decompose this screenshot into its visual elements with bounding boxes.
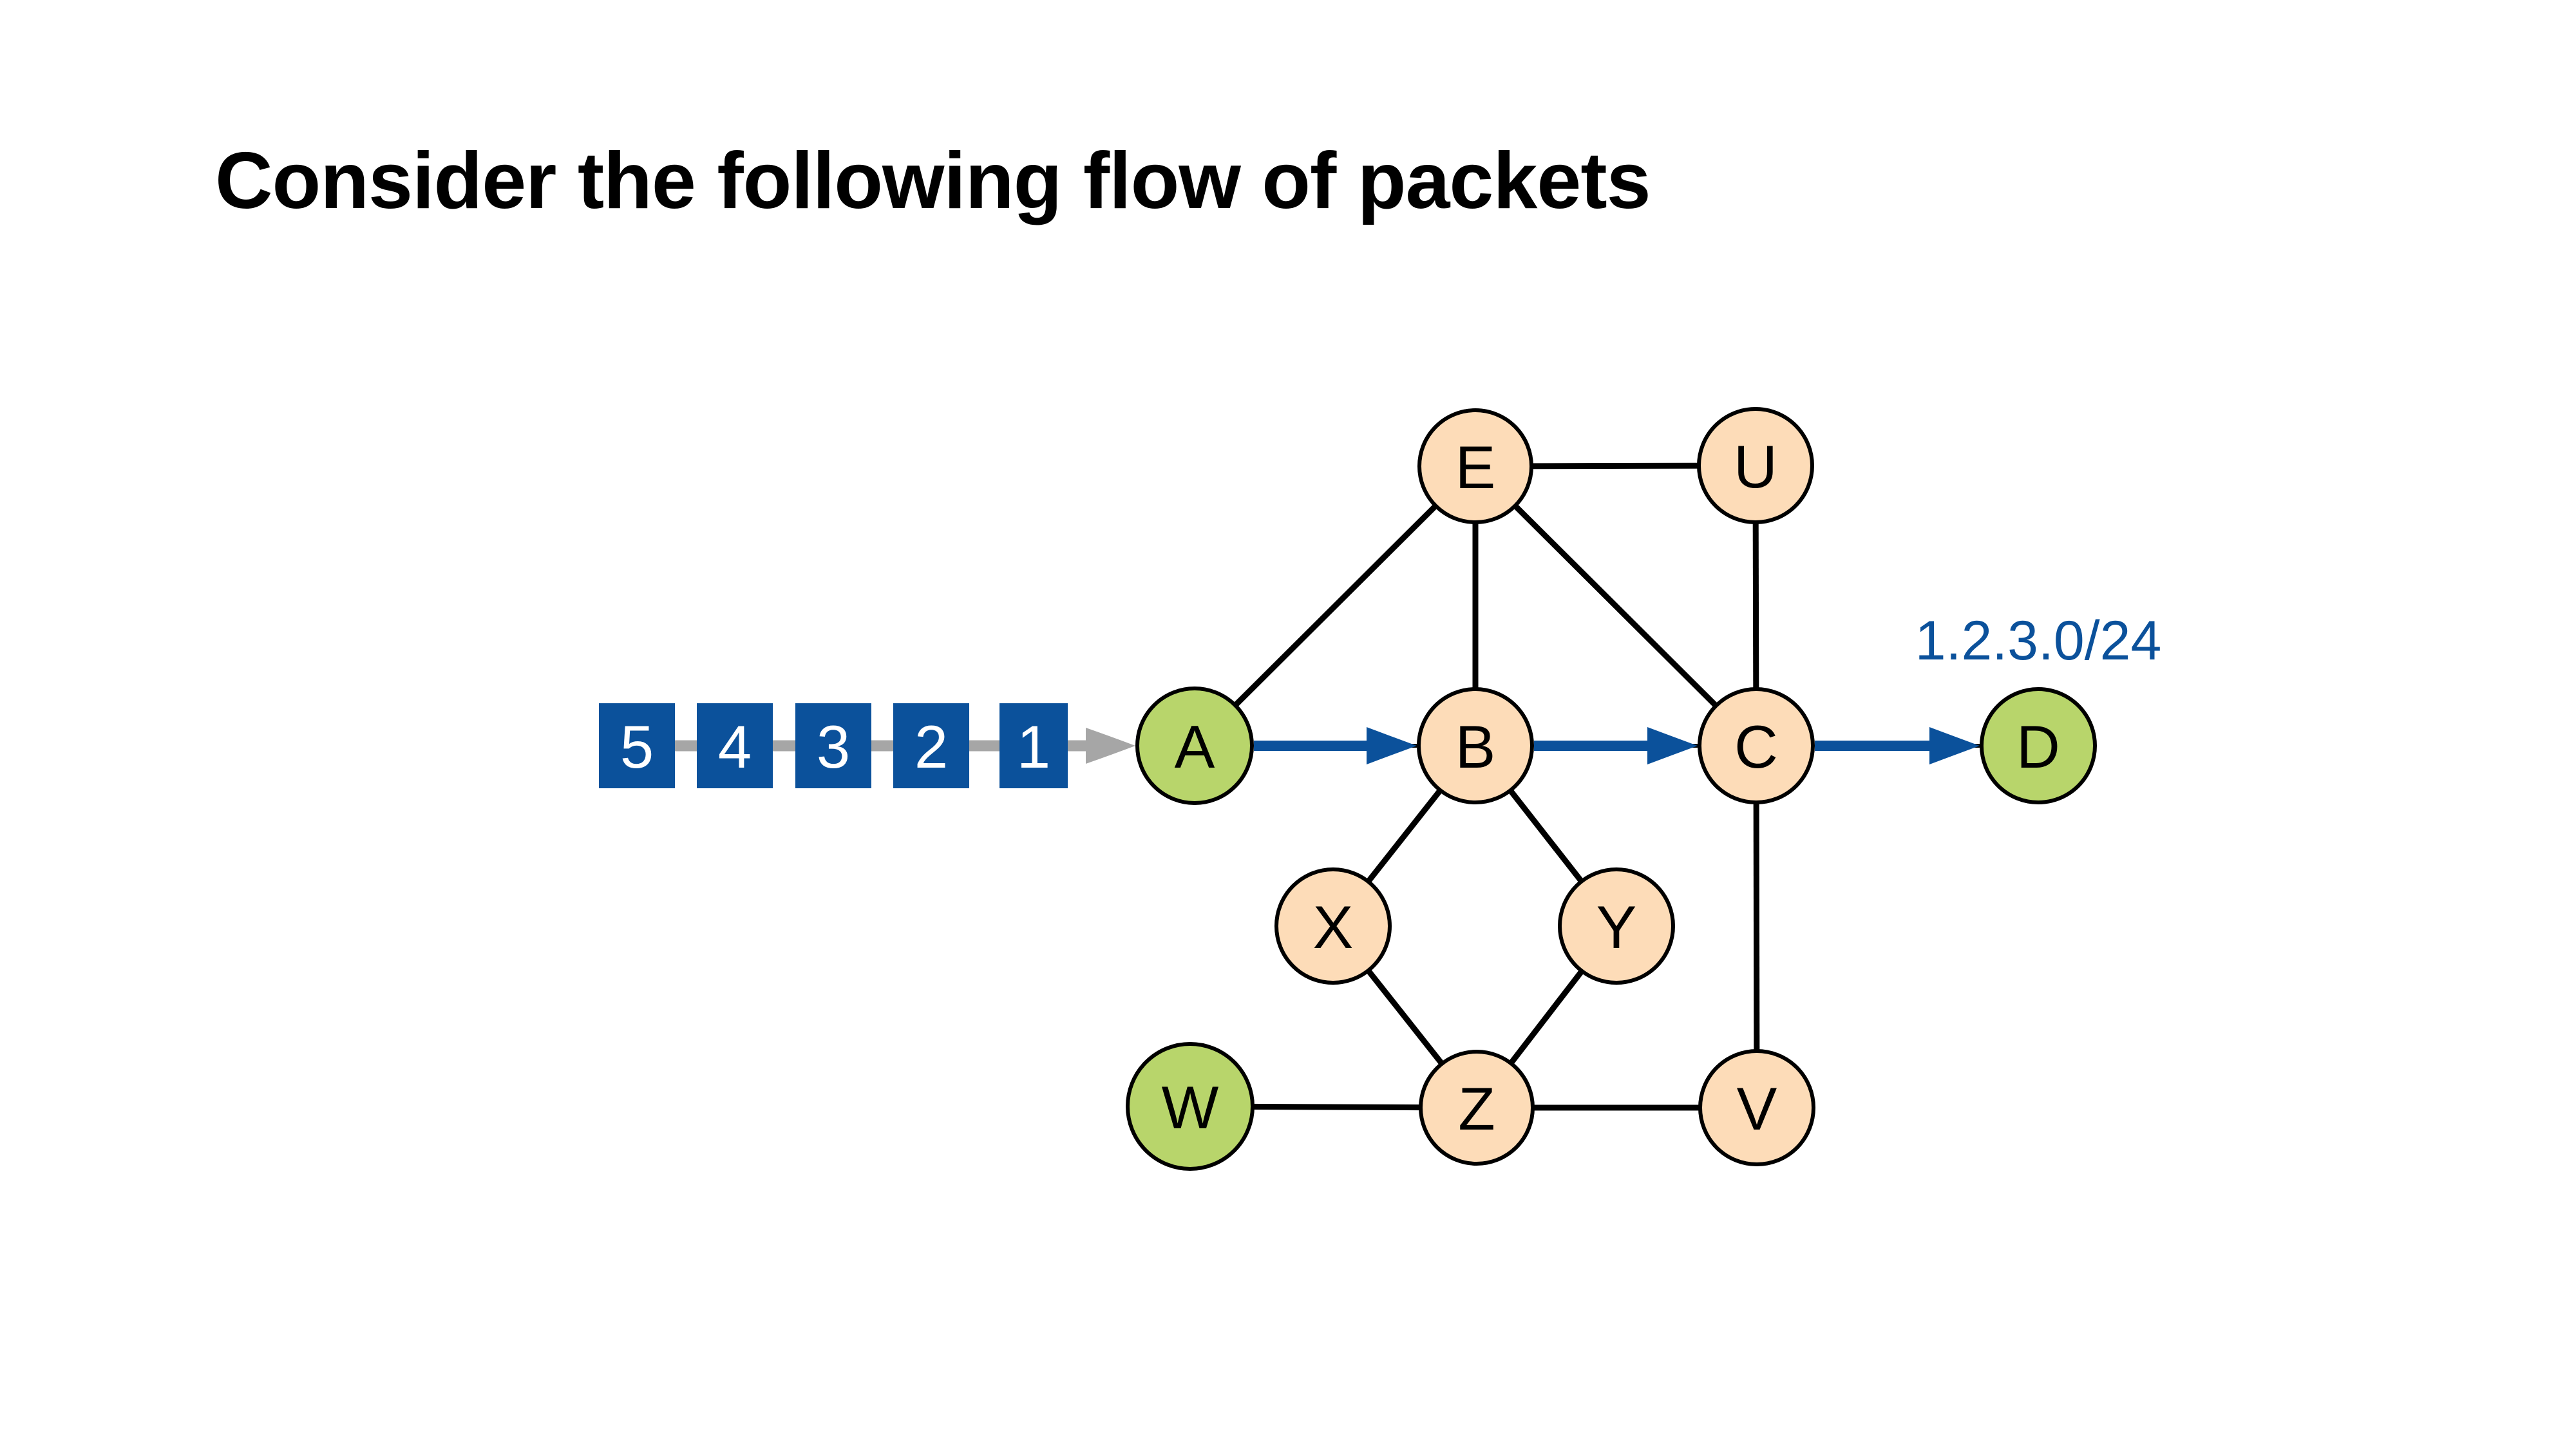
node-label: W — [1162, 1074, 1219, 1141]
router-circle — [1698, 1049, 1815, 1166]
packet-number: 4 — [718, 713, 752, 781]
flow-arrow-head — [1929, 727, 1980, 764]
packet-number: 1 — [1017, 713, 1050, 781]
router-circle — [1417, 687, 1534, 804]
host-circle — [1126, 1042, 1255, 1171]
router-circle — [1274, 867, 1392, 985]
node-e: E — [1417, 408, 1533, 524]
node-label: C — [1734, 713, 1778, 781]
packet: 4 — [697, 703, 773, 788]
node-label: A — [1175, 713, 1215, 781]
link-C-V — [1753, 745, 1760, 1108]
flow-arrow-B-C — [1534, 727, 1698, 764]
router-circle — [1697, 407, 1814, 524]
node-a: A — [1135, 687, 1254, 805]
ingress-arrow-head — [1086, 728, 1135, 764]
slide-title: Consider the following flow of packets — [215, 137, 1651, 225]
packet-box — [599, 703, 675, 788]
node-u: U — [1697, 407, 1814, 524]
node-v: V — [1698, 1049, 1815, 1166]
packet: 5 — [599, 703, 675, 788]
node-label: U — [1734, 433, 1777, 500]
node-label: Z — [1458, 1075, 1495, 1142]
packet-box — [697, 703, 773, 788]
router-circle — [1417, 408, 1533, 524]
packet: 1 — [999, 703, 1068, 788]
node-label: E — [1455, 433, 1496, 501]
links-layer — [1189, 462, 1980, 1111]
link-A-E — [1192, 464, 1478, 748]
destination-prefix-label: 1.2.3.0/24 — [1915, 610, 2162, 672]
flow-arrow-C-D — [1815, 727, 1980, 764]
node-x: X — [1274, 867, 1392, 985]
packet-box — [999, 703, 1068, 788]
prefix-layer: 1.2.3.0/24 — [1915, 610, 2162, 672]
host-circle — [1980, 687, 2097, 804]
node-d: D — [1980, 687, 2097, 804]
router-circle — [1558, 867, 1675, 985]
link-E-C — [1473, 464, 1759, 748]
node-label: D — [2016, 713, 2060, 781]
host-circle — [1135, 687, 1254, 805]
flow-arrow-head — [1647, 727, 1698, 764]
router-circle — [1419, 1050, 1535, 1166]
router-circle — [1698, 687, 1815, 804]
node-w: W — [1126, 1042, 1255, 1171]
packet: 2 — [893, 703, 969, 788]
packet-number: 5 — [620, 713, 654, 781]
packet-box — [795, 703, 871, 788]
packet-number: 2 — [914, 713, 948, 781]
nodes-layer: A B C D E U X Y W Z V — [1126, 407, 2097, 1171]
packet-box — [893, 703, 969, 788]
node-b: B — [1417, 687, 1534, 804]
node-label: X — [1313, 893, 1354, 961]
node-label: V — [1737, 1075, 1777, 1142]
node-y: Y — [1558, 867, 1675, 985]
flow-arrow-A-B — [1254, 727, 1417, 764]
node-z: Z — [1419, 1050, 1535, 1166]
flow-arrow-head — [1367, 727, 1417, 764]
packet: 3 — [795, 703, 871, 788]
packet-number: 3 — [817, 713, 850, 781]
node-c: C — [1698, 687, 1815, 804]
node-label: Y — [1596, 893, 1637, 961]
node-label: B — [1455, 713, 1496, 781]
